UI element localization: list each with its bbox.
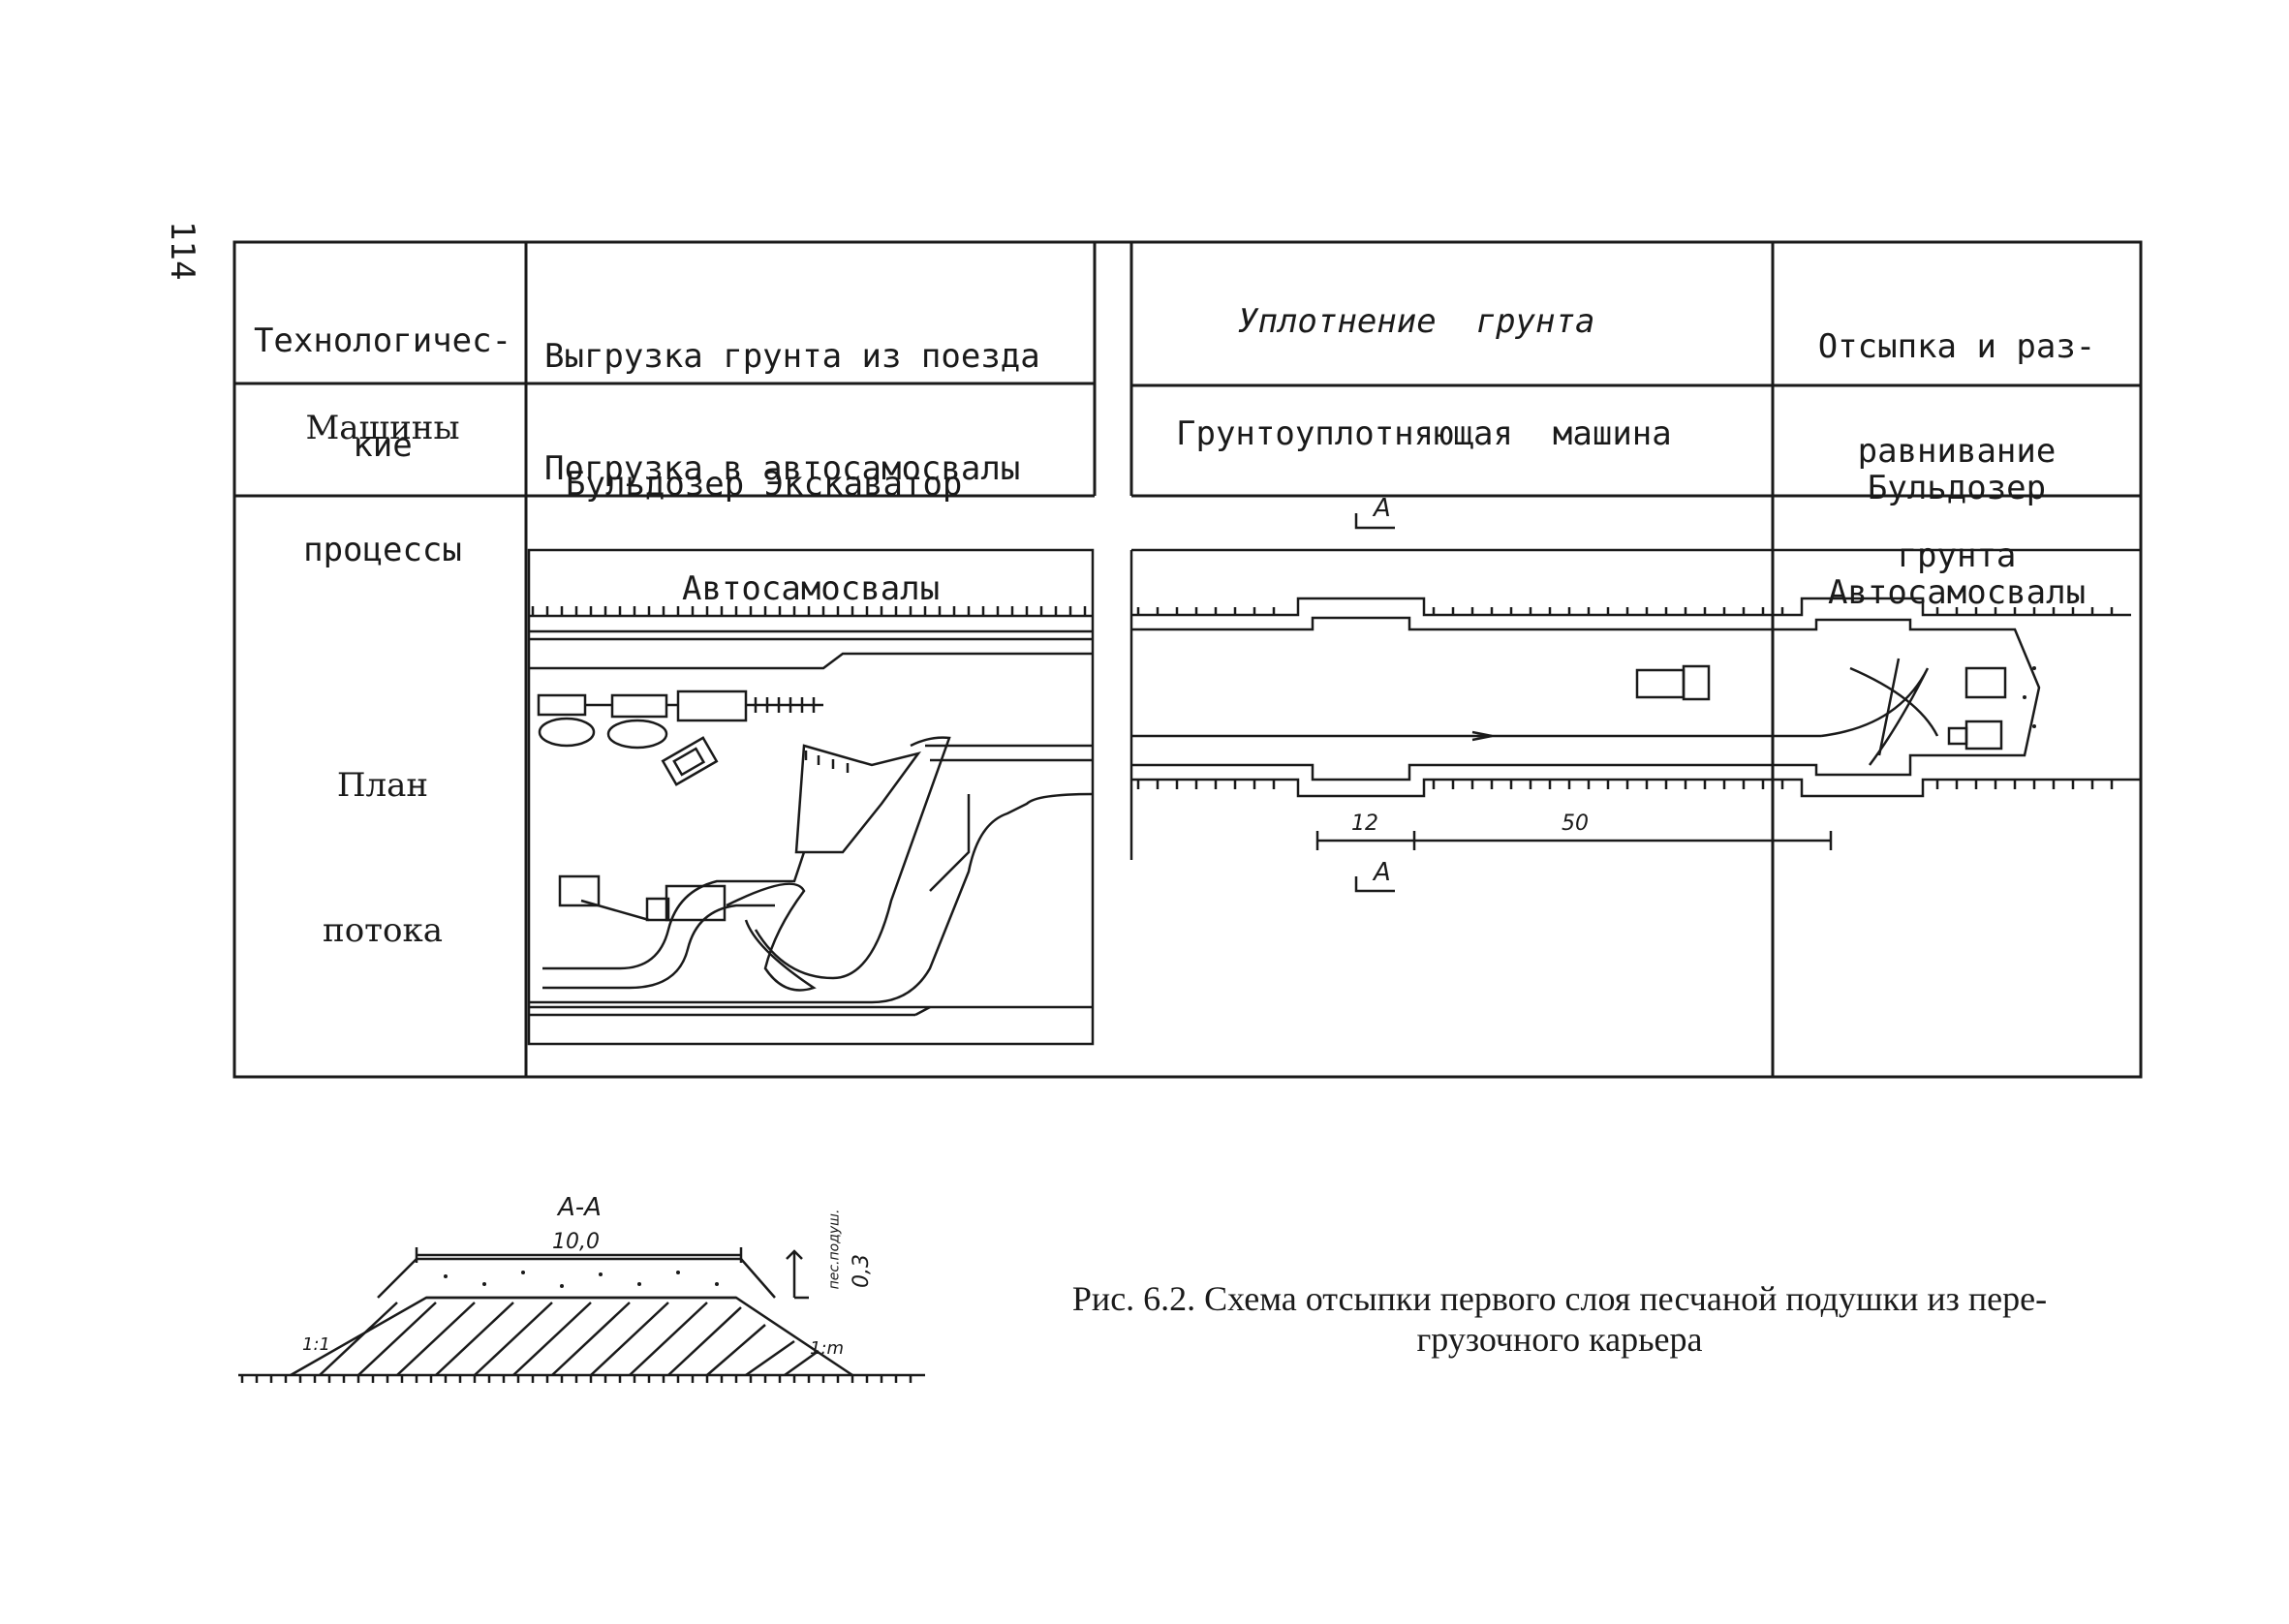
process-1-line-1: Выгрузка грунта из поезда [544,337,1040,376]
cross-section-title: A-A [558,1193,602,1222]
table-frame [232,240,2143,1079]
cross-section-width: 10,0 [552,1230,600,1254]
header-label-line-3: процессы [303,531,462,569]
slope-right: 1:m [810,1338,845,1359]
process-3-line-1: Отсыпка и раз- [1817,327,2096,366]
section-mark-bottom: A [1374,858,1391,887]
cross-section-layer-note: пес.подуш. [826,1209,843,1290]
dimension-50: 50 [1562,812,1589,836]
machines-3-cell: Бульдозер Автосамосвалы [1777,401,2137,680]
caption-line-2: грузочного карьера [1416,1320,1703,1359]
process-3-cell: Отсыпка и раз- равнивание грунта [1777,260,2137,643]
dimension-12: 12 [1351,812,1378,836]
header-label-cell: Технологичес- кие процессы [242,254,523,637]
machines-3-line-1: Бульдозер [1867,469,2047,507]
plan-loading-panel [527,548,1095,1046]
process-3-line-3: грунта [1897,536,2017,575]
plan-label: План потока [242,664,523,1052]
slope-left: 1:1 [302,1334,330,1355]
machines-1-line-2: Автосамосвалы [682,569,941,608]
machines-label: Машины [305,409,460,447]
plan-label-line-2: потока [323,911,443,950]
process-1-cell: Выгрузка грунта из поезда Погрузка в авт… [544,269,1040,556]
header-label-line-1: Технологичес- [253,322,512,360]
machines-1-line-1: Бульдозер Экскаватор [566,465,963,504]
machines-2-cell: Грунтоуплотняющая машина [1176,414,1672,453]
process-2-cell: Уплотнение грунта [1238,302,1595,341]
process-3-line-2: равнивание [1857,432,2057,471]
plan-compaction-panel [1129,513,2141,893]
section-mark-top: A [1374,494,1391,523]
process-1-line-2: Погрузка в автосамосвалы [544,449,1021,488]
machines-3-line-2: Автосамосвалы [1827,573,2087,612]
machines-1-cell: Бульдозер Экскаватор Автосамосвалы [566,397,962,676]
caption-line-1: Рис. 6.2. Схема отсыпки первого слоя пес… [1071,1279,2048,1318]
plan-label-line-1: План [336,766,429,805]
header-label-line-2: кие [353,426,413,465]
sand-dots [444,666,2036,1288]
cross-section-drawing [238,1247,925,1383]
cross-section-thickness: 0,3 [850,1254,874,1288]
figure-caption: Рис. 6.2. Схема отсыпки первого слоя пес… [978,1278,2141,1360]
